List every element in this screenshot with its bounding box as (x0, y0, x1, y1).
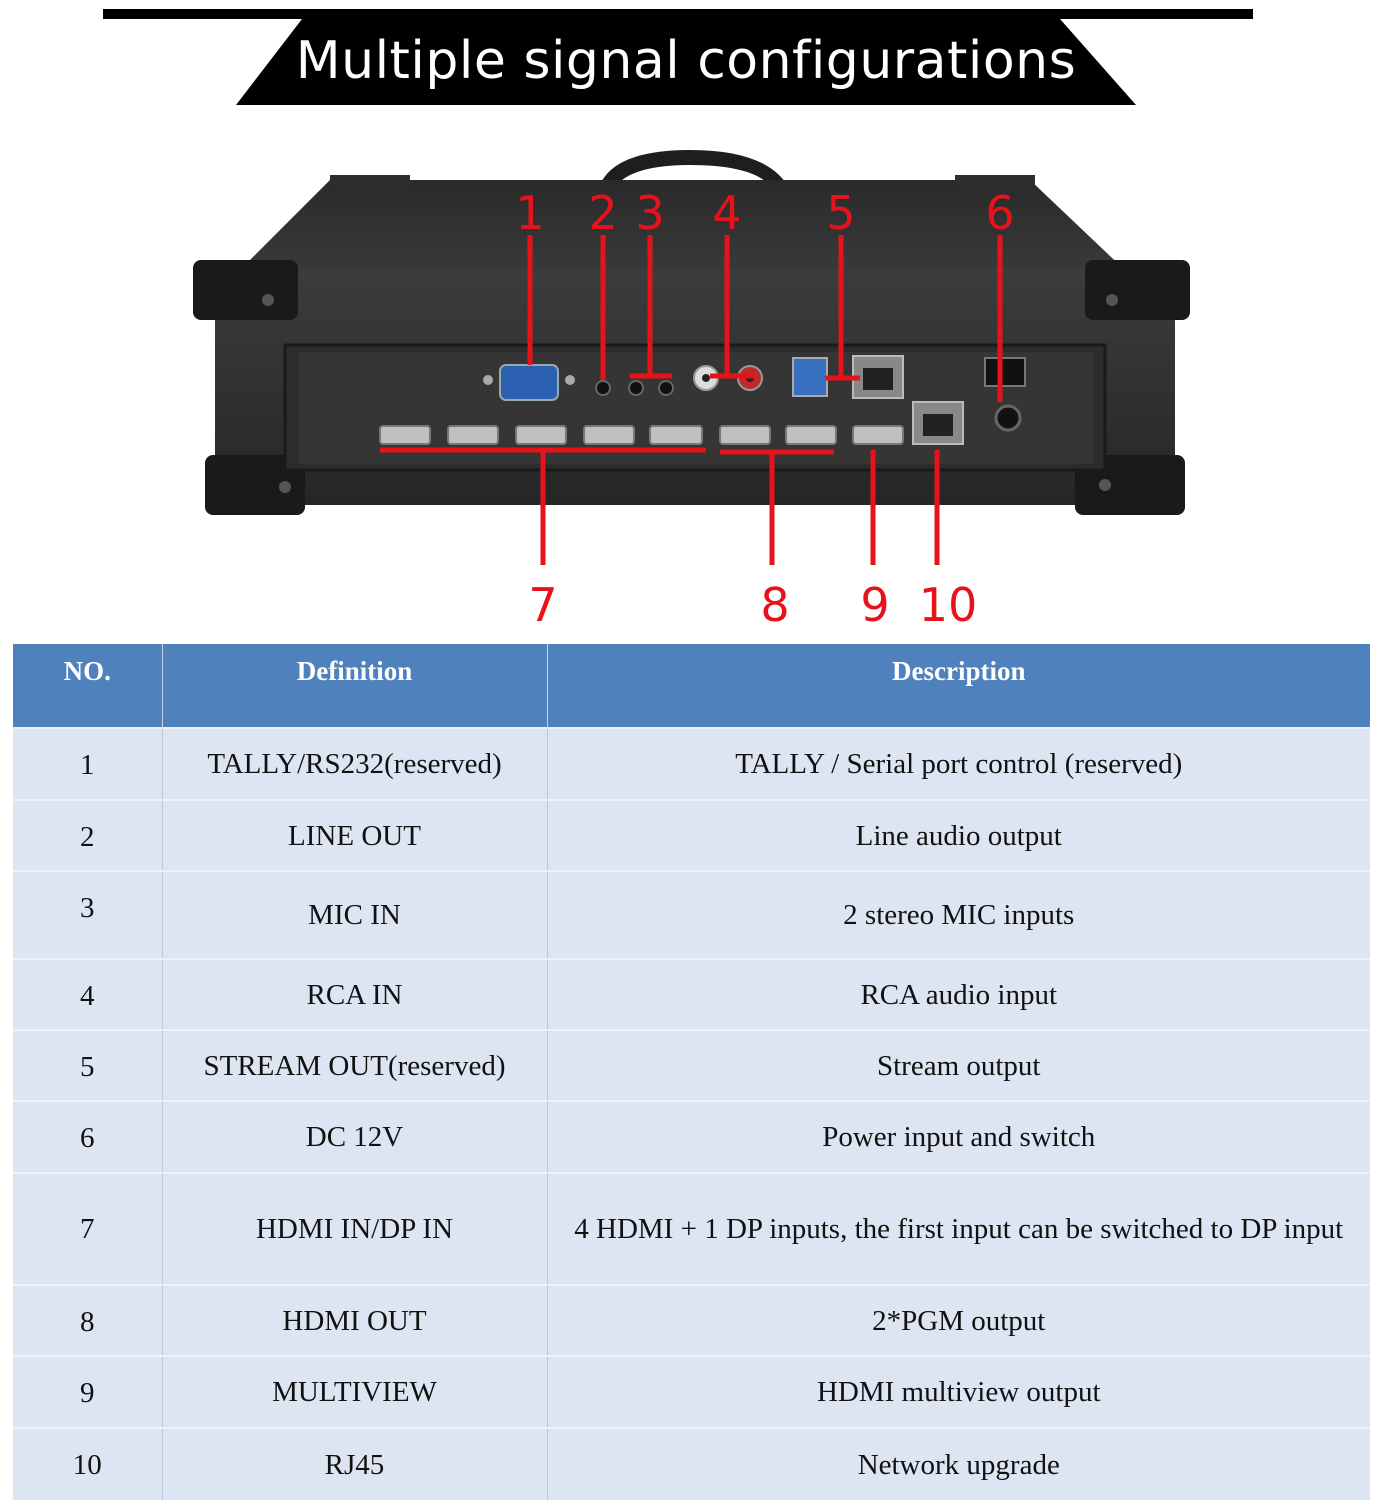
row-no: 4 (13, 958, 163, 1030)
callout-8: 8 (760, 578, 790, 632)
table-row: 7 HDMI IN/DP IN 4 HDMI + 1 DP inputs, th… (13, 1172, 1370, 1285)
title-rule (103, 9, 1253, 19)
row-no: 6 (13, 1100, 163, 1173)
title-banner: Multiple signal configurations (0, 19, 1382, 107)
row-description: HDMI multiview output (547, 1355, 1370, 1428)
header-no: NO. (13, 644, 163, 728)
page-title: Multiple signal configurations (295, 31, 1077, 91)
row-definition: RJ45 (162, 1427, 548, 1500)
row-description: 4 HDMI + 1 DP inputs, the first input ca… (547, 1172, 1370, 1285)
callout-2: 2 (588, 186, 618, 240)
row-definition: RCA IN (162, 958, 548, 1030)
row-definition: DC 12V (162, 1100, 548, 1173)
row-description: Power input and switch (547, 1100, 1370, 1173)
device-illustration (193, 150, 1190, 565)
banner-shape (236, 19, 1136, 105)
header-definition: Definition (162, 644, 548, 728)
row-no: 5 (13, 1029, 163, 1101)
callout-4: 4 (712, 186, 742, 240)
table-row: 4 RCA IN RCA audio input (13, 958, 1370, 1030)
callout-3: 3 (635, 186, 665, 240)
callout-1: 1 (515, 186, 545, 240)
table-row: 8 HDMI OUT 2*PGM output (13, 1284, 1370, 1356)
callout-7: 7 (528, 578, 558, 632)
device-rear-panel: 1 2 3 4 5 6 7 8 9 10 (0, 140, 1382, 640)
row-no: 2 (13, 799, 163, 871)
row-definition: HDMI IN/DP IN (162, 1172, 548, 1285)
row-definition: TALLY/RS232(reserved) (162, 727, 548, 800)
table-row: 10 RJ45 Network upgrade (13, 1427, 1370, 1500)
port-definition-table: NO. Definition Description 1 TALLY/RS232… (13, 644, 1370, 1500)
row-no: 8 (13, 1284, 163, 1356)
table-row: 5 STREAM OUT(reserved) Stream output (13, 1029, 1370, 1101)
row-description: Network upgrade (547, 1427, 1370, 1500)
row-description: Stream output (547, 1029, 1370, 1101)
row-description: TALLY / Serial port control (reserved) (547, 727, 1370, 800)
row-description: 2 stereo MIC inputs (547, 870, 1370, 959)
row-description: 2*PGM output (547, 1284, 1370, 1356)
callout-5: 5 (826, 186, 856, 240)
row-no: 9 (13, 1355, 163, 1428)
row-no: 7 (13, 1172, 163, 1285)
row-no: 10 (13, 1427, 163, 1500)
table-header-row: NO. Definition Description (13, 644, 1370, 728)
callout-9: 9 (860, 578, 890, 632)
row-no: 3 (13, 870, 163, 959)
row-definition: MIC IN (162, 870, 548, 959)
row-description: Line audio output (547, 799, 1370, 871)
row-definition: MULTIVIEW (162, 1355, 548, 1428)
callout-6: 6 (985, 186, 1015, 240)
table-row: 6 DC 12V Power input and switch (13, 1100, 1370, 1173)
table-row: 9 MULTIVIEW HDMI multiview output (13, 1355, 1370, 1428)
row-definition: LINE OUT (162, 799, 548, 871)
callout-10: 10 (918, 578, 978, 632)
header-description: Description (547, 644, 1370, 728)
table-row: 1 TALLY/RS232(reserved) TALLY / Serial p… (13, 727, 1370, 800)
table-row: 3 MIC IN 2 stereo MIC inputs (13, 870, 1370, 959)
row-description: RCA audio input (547, 958, 1370, 1030)
row-definition: STREAM OUT(reserved) (162, 1029, 548, 1101)
row-definition: HDMI OUT (162, 1284, 548, 1356)
row-no: 1 (13, 727, 163, 800)
table-row: 2 LINE OUT Line audio output (13, 799, 1370, 871)
